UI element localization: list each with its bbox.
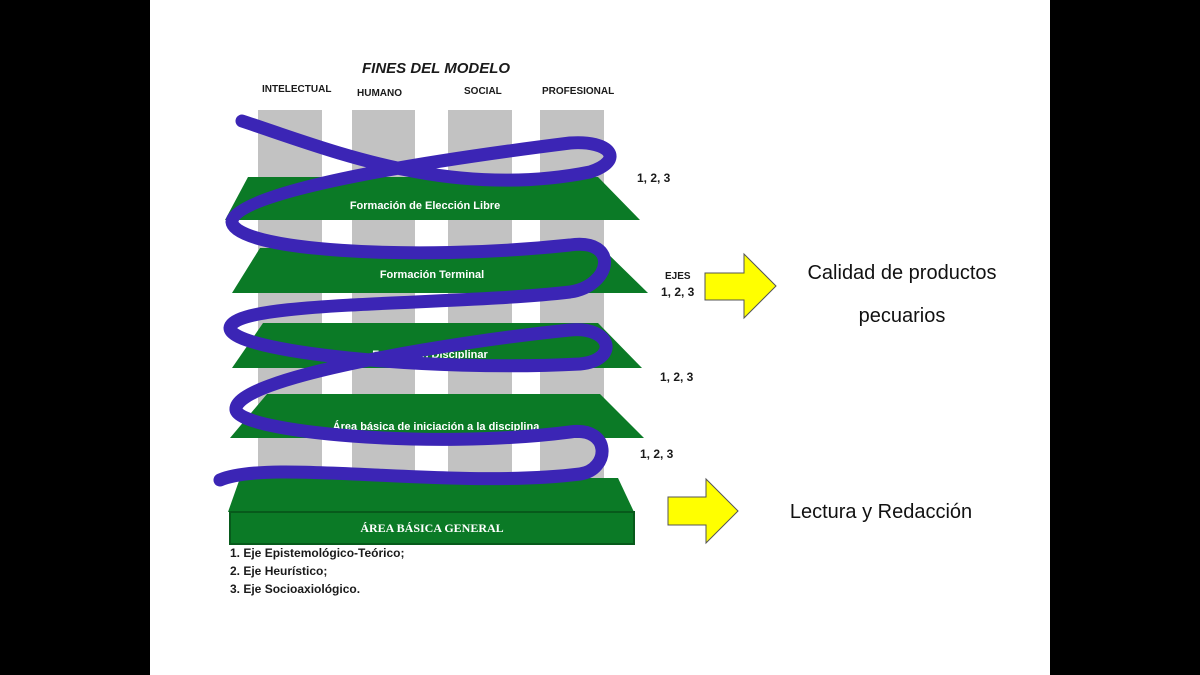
ejes-numbers-4: 1, 2, 3 xyxy=(640,447,674,461)
fin-humano-label: HUMANO xyxy=(357,88,402,99)
level-plane-iniciacion xyxy=(230,394,644,438)
arrow-right-icon-2 xyxy=(667,477,739,545)
ejes-numbers-2: 1, 2, 3 xyxy=(661,285,695,299)
fin-social-label: SOCIAL xyxy=(464,86,502,97)
legend-item-2: 2. Eje Heurístico; xyxy=(230,564,327,578)
base-label: ÁREA BÁSICA GENERAL xyxy=(360,521,503,535)
legend-item-3: 3. Eje Socioaxiológico. xyxy=(230,582,360,596)
diagram-title: FINES DEL MODELO xyxy=(362,60,510,77)
slide: FINES DEL MODELO INTELECTUAL HUMANO SOCI… xyxy=(150,0,1050,675)
level-plane-terminal xyxy=(232,248,648,293)
ejes-word: EJES xyxy=(665,271,691,282)
fin-intelectual-label: INTELECTUAL xyxy=(262,84,331,95)
level-label-iniciacion: Área básica de iniciación a la disciplin… xyxy=(333,420,541,433)
output-upper-line1: Calidad de productos xyxy=(807,262,996,284)
fin-profesional-label: PROFESIONAL xyxy=(542,86,614,97)
output-lower: Lectura y Redacción xyxy=(790,501,972,523)
base-block xyxy=(229,511,635,545)
level-label-terminal: Formación Terminal xyxy=(380,269,484,281)
base-plane-top xyxy=(228,478,634,512)
ejes-numbers-1: 1, 2, 3 xyxy=(637,171,671,185)
output-upper-line2: pecuarios xyxy=(859,305,946,327)
arrow-right-icon xyxy=(704,252,777,320)
legend-item-1: 1. Eje Epistemológico-Teórico; xyxy=(230,546,404,560)
ejes-numbers-3: 1, 2, 3 xyxy=(660,370,694,384)
model-diagram: FINES DEL MODELO INTELECTUAL HUMANO SOCI… xyxy=(213,60,997,596)
ejes-spiral xyxy=(213,114,617,487)
level-label-eleccion-libre: Formación de Elección Libre xyxy=(350,200,500,212)
